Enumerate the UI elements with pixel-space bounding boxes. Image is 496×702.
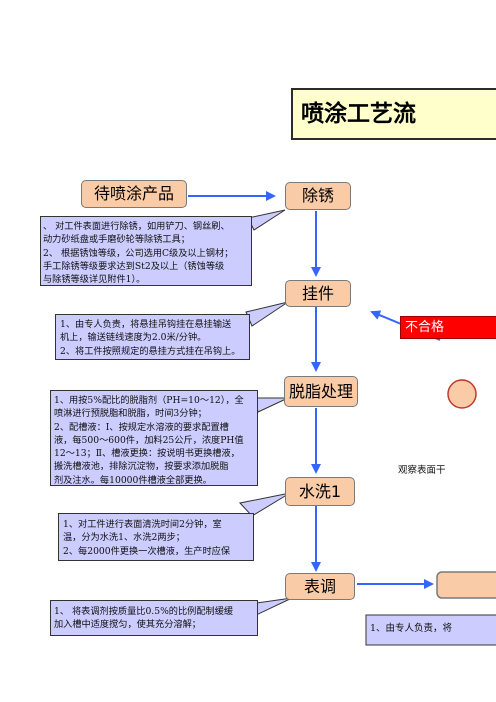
note-line: 喷淋进行预脱脂和脱脂，时间3分钟； <box>54 408 207 420</box>
note-line: 剂及注水。每10000件槽液全部更换。 <box>54 474 212 486</box>
step-start-product: 待喷涂产品 <box>81 180 187 208</box>
step-wash1: 水洗1 <box>285 477 355 506</box>
note-line: 与除锈等级详见附件1）。 <box>43 274 146 286</box>
callout-pointer-wash1 <box>239 492 291 517</box>
note-line: 2、每2000件更换一次槽液，生产时应保 <box>63 545 231 557</box>
note-degrease: 1、用按5%配比的脱脂剂（PH=10～12），全 喷淋进行预脱脂和脱脂，时间3分… <box>50 390 258 486</box>
note-hang: 1、由专人负责，将悬挂吊钩挂在悬挂输送 机上，输送链线速度为2.0米/分钟。 2… <box>55 314 250 360</box>
reject-label: 不合格 <box>400 316 496 339</box>
note-line: 动力砂纸盘或手磨砂轮等除锈工具； <box>43 234 190 246</box>
note-line: 1、由专人负责，将悬挂吊钩挂在悬挂输送 <box>60 319 232 330</box>
note-line: 12～13；Ⅱ、槽液更换：按说明书更换槽液， <box>54 448 240 460</box>
decision-circle <box>447 379 477 409</box>
note-line: 2、配槽液：Ⅰ、按规定水溶液的要求配置槽 <box>54 421 229 433</box>
note-derust: 、 对工件表面进行除锈，如用铲刀、钢丝刷、 动力砂纸盘或手磨砂轮等除锈工具； 2… <box>40 216 252 286</box>
step-hang: 挂件 <box>285 280 351 307</box>
callout-pointer-hang <box>245 301 289 327</box>
note-line: 温，分为水洗1、水洗2两步； <box>63 532 185 544</box>
note-line: 、 对工件表面进行除锈，如用铲刀、钢丝刷、 <box>43 221 230 232</box>
right-note-box <box>365 614 496 646</box>
step-degrease: 脱脂处理 <box>284 376 358 407</box>
note-line: 搬洗槽液池，排除沉淀物，按要求添加脱脂 <box>54 461 229 473</box>
note-line: 1、 将表调剂按质量比0.5%的比例配制缓缓 <box>54 606 234 617</box>
note-line: 2、将工件按照规定的悬挂方式挂在吊钩上。 <box>60 345 241 357</box>
note-line: 2、 根据锈蚀等级，公司选用C级及以上钢材； <box>43 247 234 259</box>
observe-text: 观察表面干 <box>398 465 446 476</box>
note-line: 加入槽中适度搅匀，使其充分溶解； <box>54 619 201 631</box>
note-wash1: 1、对工件进行表面清洗时间2分钟，室 温，分为水洗1、水洗2两步； 2、每200… <box>58 513 254 561</box>
right-process-box <box>436 571 496 599</box>
note-right-line: 1、由专人负责，将 <box>370 623 453 634</box>
step-condition: 表调 <box>285 573 355 600</box>
page-title: 喷涂工艺流 <box>291 88 496 140</box>
note-line: 机上，输送链线速度为2.0米/分钟。 <box>60 332 207 344</box>
note-line: 液，每500～600件，加料25公斤，浓度PH值 <box>54 434 244 446</box>
note-condition: 1、 将表调剂按质量比0.5%的比例配制缓缓 加入槽中适度搅匀，使其充分溶解； <box>50 600 258 636</box>
note-line: 1、对工件进行表面清洗时间2分钟，室 <box>63 519 222 530</box>
step-derust: 除锈 <box>285 182 351 210</box>
note-line: 1、用按5%配比的脱脂剂（PH=10～12），全 <box>54 395 244 406</box>
callout-pointer-derust <box>247 209 286 231</box>
note-line: 手工除锈等级要求达到St2及以上（锈蚀等级 <box>43 260 225 272</box>
